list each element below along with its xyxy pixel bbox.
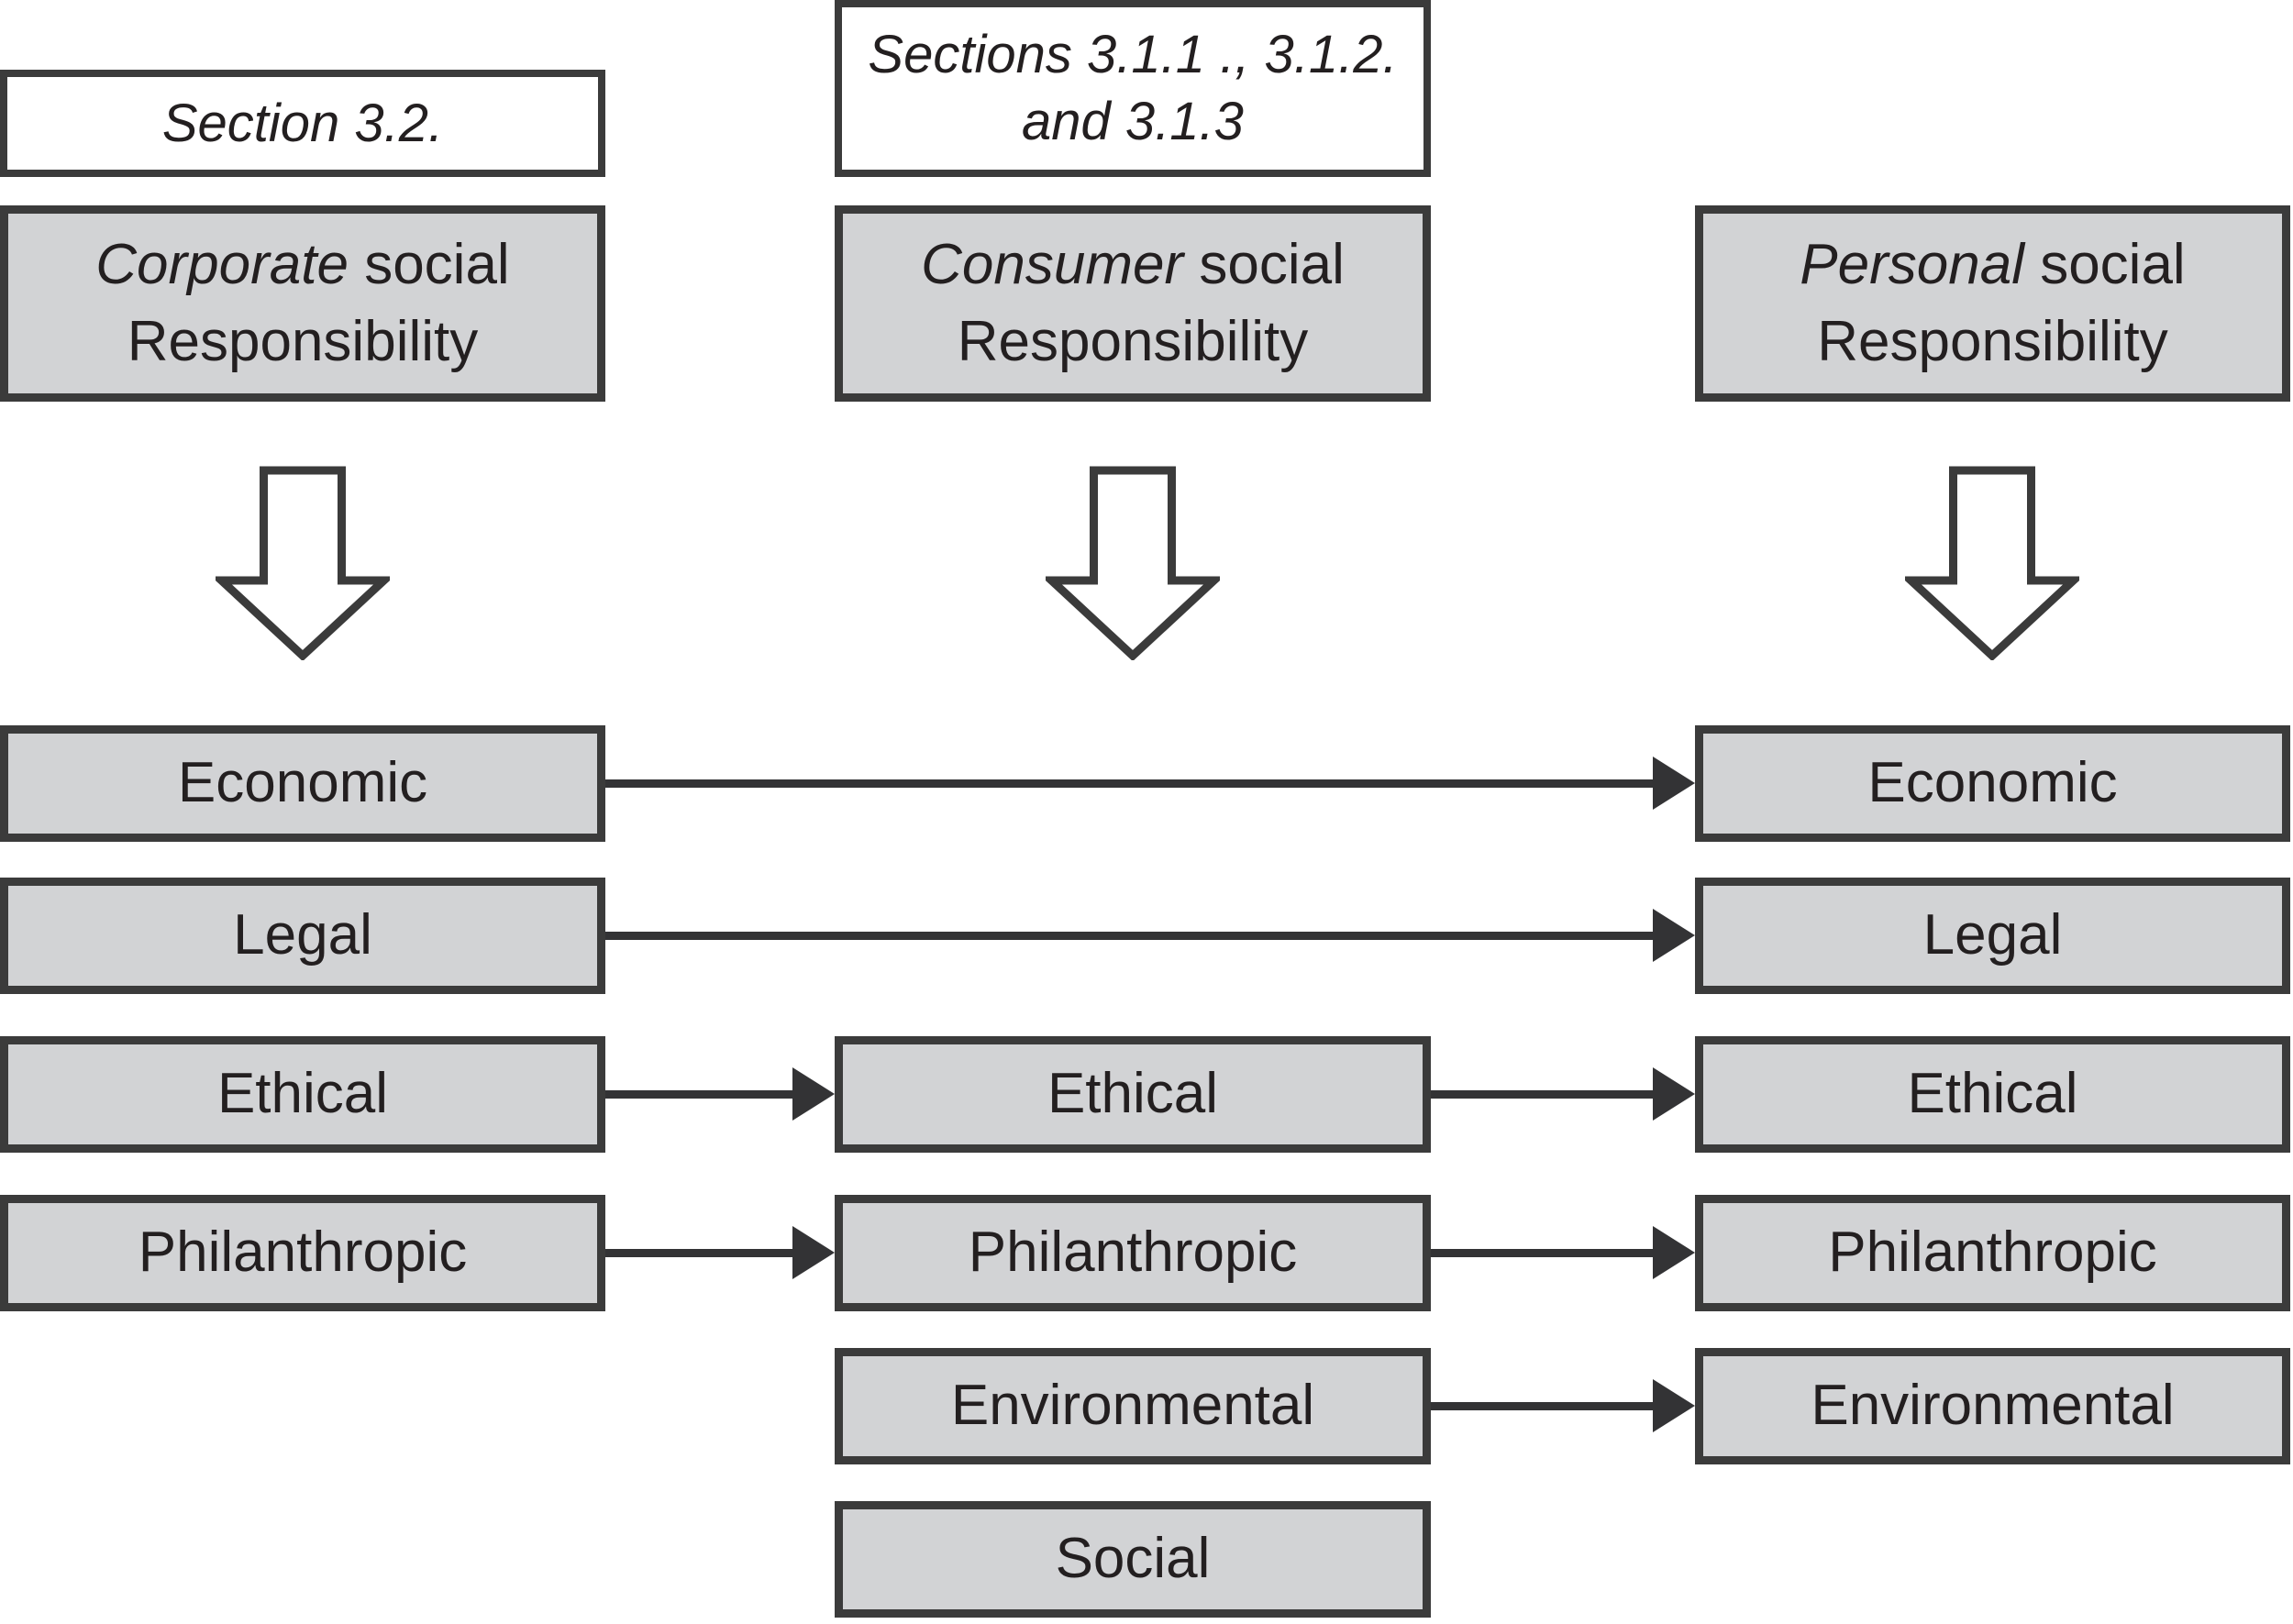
box-label: Ethical [216,1062,389,1126]
header-line2: Responsibility [957,310,1309,373]
header-italic-word: Personal [1800,233,2024,297]
down-block-arrow-left [216,466,390,660]
box-label: Ethical [1907,1062,2078,1126]
header-line2: Responsibility [1817,310,2168,373]
header-rest: social [348,233,510,297]
box-label: Philanthropic [138,1221,468,1285]
box-middle-philanthropic: Philanthropic [835,1195,1431,1311]
box-right-economic: Economic [1695,725,2290,842]
header-line2: Responsibility [127,310,479,373]
arrow-head-environmental-middle-right [1653,1379,1695,1432]
box-label: Philanthropic [968,1221,1298,1285]
arrow-line-ethical-middle-right [1431,1090,1653,1099]
header-italic-word: Corporate [95,233,349,297]
arrow-line-philanthropic-left-middle [605,1249,792,1257]
arrow-head-legal [1653,909,1695,962]
box-right-philanthropic: Philanthropic [1695,1195,2290,1311]
header-line1: Corporate social [95,226,509,304]
box-right-legal: Legal [1695,878,2290,994]
header-personal-social-responsibility: Personal social Responsibility [1695,205,2290,402]
box-label: Economic [177,751,428,815]
box-right-environmental: Environmental [1695,1348,2290,1464]
arrow-line-ethical-left-middle [605,1090,792,1099]
header-rest: social [2023,233,2186,297]
section-label-left: Section 3.2. [161,93,444,153]
box-label: Philanthropic [1828,1221,2157,1285]
box-label: Social [1055,1527,1211,1591]
box-left-economic: Economic [0,725,605,842]
arrow-head-philanthropic-left-middle [792,1226,835,1279]
arrow-line-economic [605,779,1653,788]
arrow-line-environmental-middle-right [1431,1402,1653,1410]
arrow-head-ethical-left-middle [792,1067,835,1121]
down-block-arrow-middle [1046,466,1220,660]
section-label-middle-line2: and 3.1.3 [1022,91,1244,151]
box-left-legal: Legal [0,878,605,994]
header-corporate-social-responsibility: Corporate social Responsibility [0,205,605,402]
arrow-line-legal [605,932,1653,940]
arrow-head-philanthropic-middle-right [1653,1226,1695,1279]
box-label: Environmental [950,1374,1315,1438]
box-left-ethical: Ethical [0,1036,605,1153]
box-right-ethical: Ethical [1695,1036,2290,1153]
section-box-middle: Sections 3.1.1 ., 3.1.2. and 3.1.3 [835,0,1431,177]
box-label: Legal [1922,903,2063,967]
header-italic-word: Consumer [921,233,1184,297]
box-left-philanthropic: Philanthropic [0,1195,605,1311]
arrow-head-economic [1653,757,1695,810]
box-label: Ethical [1047,1062,1219,1126]
header-line1: Personal social [1800,226,2185,304]
box-middle-social: Social [835,1501,1431,1618]
arrow-head-ethical-middle-right [1653,1067,1695,1121]
down-block-arrow-right [1905,466,2079,660]
box-middle-environmental: Environmental [835,1348,1431,1464]
header-consumer-social-responsibility: Consumer social Responsibility [835,205,1431,402]
arrow-line-philanthropic-middle-right [1431,1249,1653,1257]
box-label: Environmental [1811,1374,2175,1438]
header-line1: Consumer social [921,226,1345,304]
box-label: Economic [1867,751,2118,815]
box-label: Legal [233,903,372,967]
section-box-left: Section 3.2. [0,70,605,177]
section-label-middle-line1: Sections 3.1.1 ., 3.1.2. [868,25,1398,84]
header-rest: social [1183,233,1345,297]
box-middle-ethical: Ethical [835,1036,1431,1153]
